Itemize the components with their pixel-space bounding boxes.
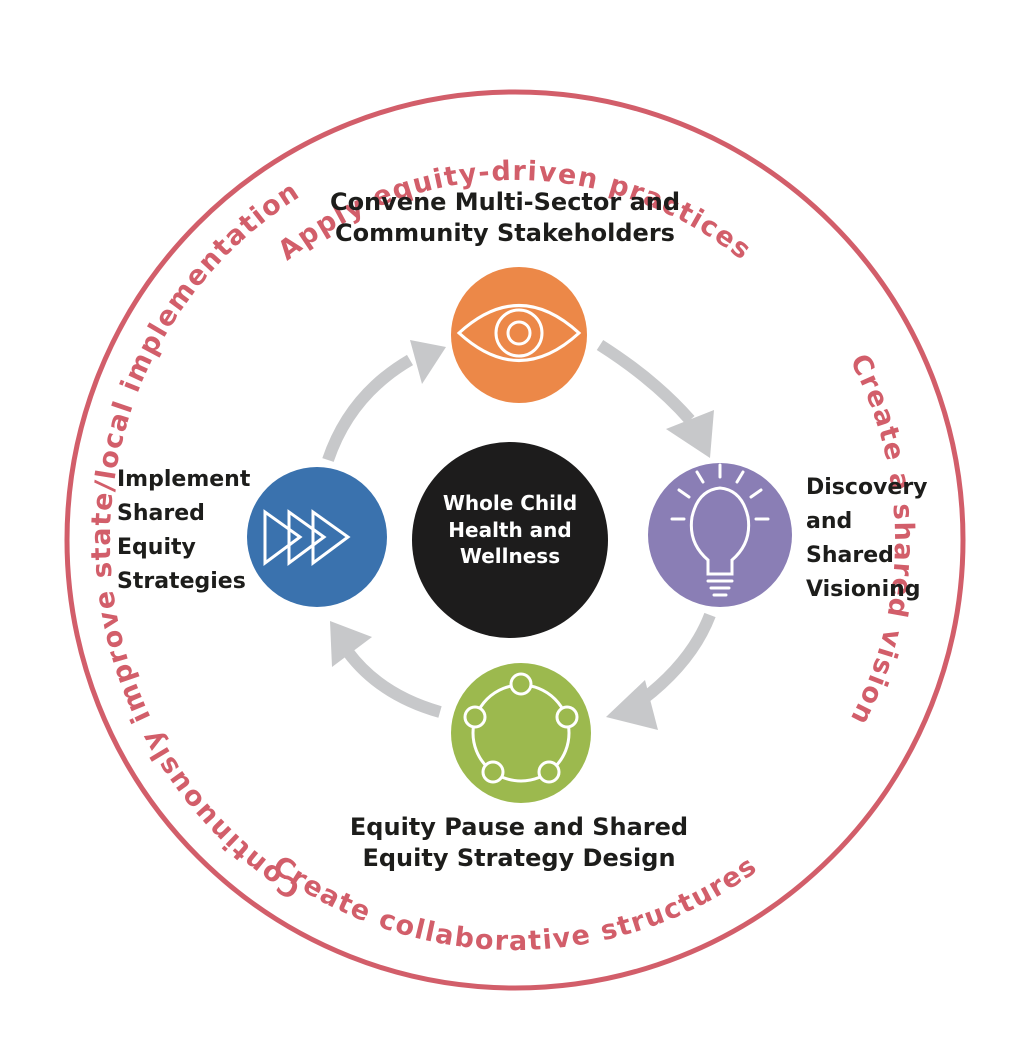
convene-label: Convene Multi-Sector and Community Stake… — [0, 187, 1010, 248]
discovery-circle — [648, 463, 792, 607]
cycle-arrowheads — [330, 340, 714, 730]
equity-pause-label-line: Equity Strategy Design — [362, 843, 676, 872]
arrowhead-implement — [330, 621, 372, 667]
convene-label-line: Convene Multi-Sector and — [329, 188, 681, 216]
arrowhead-equity-pause — [606, 680, 658, 730]
implement-circle — [247, 467, 387, 607]
center-label-line: Wellness — [459, 544, 561, 569]
arrowhead-convene — [410, 340, 446, 384]
discovery-label-line: and — [806, 509, 853, 535]
convene-circle — [451, 267, 587, 403]
arrow-convene-to-discovery — [596, 339, 695, 424]
discovery-label-line: Discovery — [806, 475, 928, 500]
arrow-equity-pause-to-implement — [343, 648, 442, 718]
equity-pause-label-line: Equity Pause and Shared — [349, 813, 689, 841]
center-label-line: Health and — [448, 517, 572, 542]
implement-label-line: Shared — [117, 501, 205, 527]
convene-label-line: Community Stakeholders — [335, 218, 675, 247]
implement-label: Implement Shared Equity Strategies — [117, 463, 250, 599]
discovery-label-line: Visioning — [806, 577, 921, 603]
center-circle — [412, 442, 608, 638]
connected-people-circle-icon — [463, 672, 579, 784]
stage-convene — [451, 267, 587, 403]
arrowhead-discovery — [666, 410, 714, 458]
outer-ring — [64, 89, 966, 991]
stage-discovery — [648, 463, 792, 607]
implement-label-line: Strategies — [117, 569, 246, 595]
forward-triangles-icon — [263, 509, 351, 566]
implement-label-line: Equity — [117, 535, 196, 561]
implement-label-line: Implement — [117, 467, 251, 492]
stage-implement — [247, 467, 387, 607]
stage-equity-pause — [451, 663, 591, 803]
center-label-line: Whole Child — [442, 491, 578, 515]
equity-pause-label: Equity Pause and Shared Equity Strategy … — [14, 812, 1010, 873]
discovery-label-line: Shared — [806, 543, 894, 569]
discovery-label: Discovery and Shared Visioning — [806, 471, 928, 607]
arrow-discovery-to-equity-pause — [638, 612, 716, 705]
cycle-arrows — [322, 339, 716, 718]
eye-icon — [456, 304, 582, 362]
center-label: Whole Child Health and Wellness — [410, 490, 610, 570]
arrow-implement-to-convene — [322, 354, 414, 462]
lightbulb-icon — [670, 463, 770, 597]
